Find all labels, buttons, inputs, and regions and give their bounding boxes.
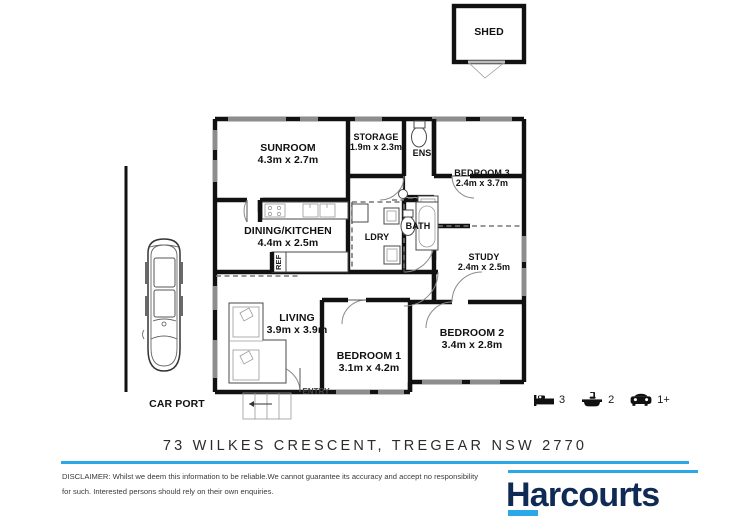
logo-wordmark: Harcourts (506, 476, 660, 514)
car-illustration (142, 238, 183, 372)
bath-icon (582, 392, 603, 407)
disclaimer-line-1: DISCLAIMER: Whilst we deem this informat… (62, 472, 479, 481)
bathroom-fixtures (351, 120, 439, 265)
feature-parking: 1+ (630, 393, 670, 407)
parking-count: 1+ (657, 394, 670, 406)
feature-bathrooms: 2 (581, 392, 614, 408)
logo-top-bar (508, 470, 698, 473)
disclaimer-block: DISCLAIMER: Whilst we deem this informat… (62, 470, 502, 500)
logo-accent-bar (508, 510, 538, 516)
address-band: 73 WILKES CRESCENT, TREGEAR NSW 2770 (0, 437, 750, 455)
property-features: 3 2 1+ (534, 392, 670, 408)
window-marks (212, 116, 527, 395)
kitchen-fixtures (261, 201, 349, 273)
harcourts-logo: Harcourts (506, 466, 706, 526)
bed-icon (534, 395, 554, 406)
divider-rule (61, 461, 689, 464)
living-sofa (228, 302, 287, 384)
feature-bedrooms: 3 (534, 393, 565, 407)
entry-steps (242, 392, 292, 420)
car-icon (630, 393, 652, 406)
shed-outline (451, 3, 527, 79)
disclaimer-line-2: for such. Interested persons should rely… (62, 486, 274, 496)
bathroom-count: 2 (608, 394, 615, 406)
property-address: 73 WILKES CRESCENT, TREGEAR NSW 2770 (162, 438, 588, 454)
bedroom-count: 3 (559, 394, 566, 406)
wall-stubs (257, 200, 275, 272)
